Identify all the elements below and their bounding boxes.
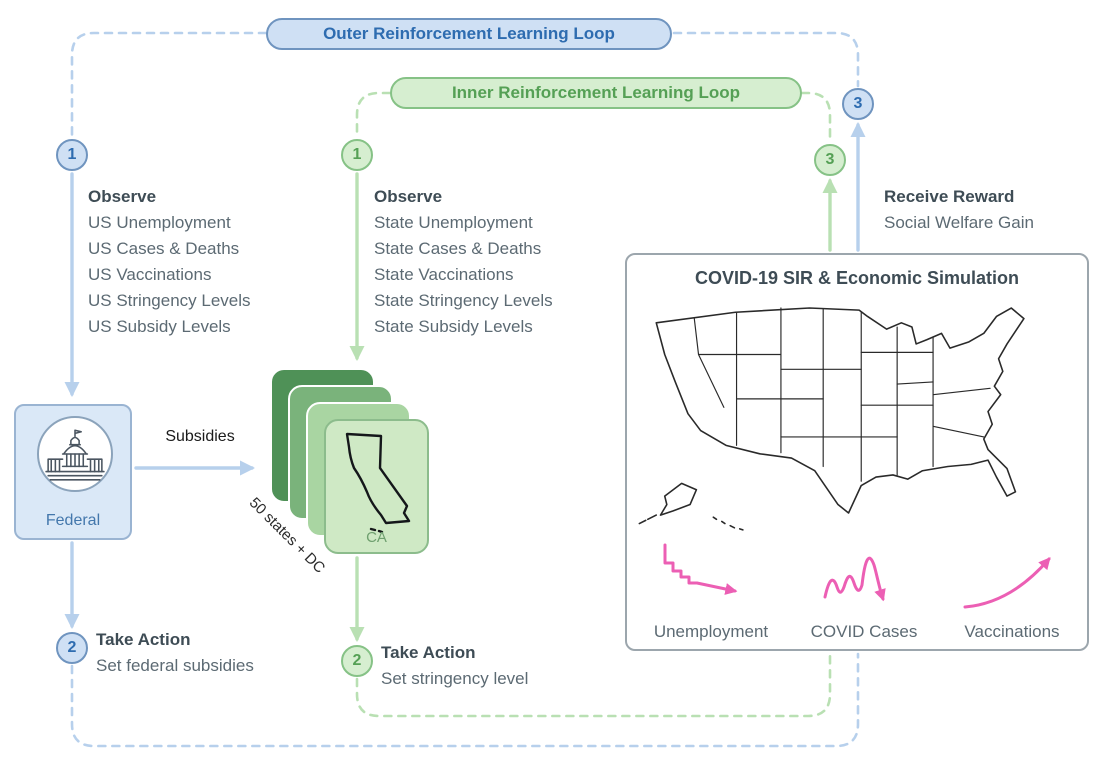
- inner-loop-dashed-path: [355, 91, 832, 718]
- outer-loop-bottom: [70, 652, 860, 748]
- state-observe-item: State Subsidy Levels: [374, 317, 533, 336]
- reward-desc: Social Welfare Gain: [884, 213, 1034, 232]
- federal-action-title: Take Action: [96, 630, 191, 649]
- inner-loop-top-left: [355, 91, 392, 139]
- federal-step-2-number: 2: [67, 639, 77, 656]
- subsidies-label: Subsidies: [165, 428, 235, 445]
- reward-block: Receive Reward Social Welfare Gain: [884, 184, 1034, 236]
- state-observe-item: State Unemployment: [374, 213, 533, 232]
- us-outline: [655, 307, 1025, 514]
- california-map-icon: [345, 432, 411, 534]
- federal-step-3-number: 3: [853, 95, 863, 112]
- federal-observe-item: US Vaccinations: [88, 265, 212, 284]
- federal-observe-title: Observe: [88, 187, 157, 206]
- federal-action-block: Take Action Set federal subsidies: [96, 627, 254, 679]
- reward-title: Receive Reward: [884, 187, 1015, 206]
- state-observe-title: Observe: [374, 187, 443, 206]
- us-map: [638, 307, 1025, 531]
- outer-loop-pill: Outer Reinforcement Learning Loop: [266, 18, 672, 50]
- state-observe-item: State Vaccinations: [374, 265, 514, 284]
- federal-flow-arrows: [64, 121, 866, 630]
- inner-loop-label: Inner Reinforcement Learning Loop: [451, 83, 741, 102]
- state-observe-block: Observe State Unemployment State Cases &…: [374, 184, 553, 340]
- state-step-3-number: 3: [825, 151, 835, 168]
- state-step-3-badge: 3: [814, 144, 846, 176]
- hawaii-outline: [712, 516, 744, 531]
- unemployment-plot-label: Unemployment: [653, 622, 769, 641]
- outer-loop-dashed-path: [70, 31, 860, 748]
- capitol-icon-circle: [37, 416, 113, 492]
- federal-step-1-number: 1: [67, 146, 77, 163]
- covid-cases-plot-label: COVID Cases: [810, 622, 918, 641]
- state-action-title: Take Action: [381, 643, 476, 662]
- state-card-california: CA: [324, 419, 429, 554]
- california-card-label: CA: [366, 529, 387, 546]
- inner-loop-top-right: [800, 91, 832, 144]
- simulation-title: COVID-19 SIR & Economic Simulation: [694, 268, 1020, 288]
- inner-loop-pill: Inner Reinforcement Learning Loop: [390, 77, 802, 109]
- federal-agent-box: Federal: [14, 404, 132, 540]
- state-action-desc: Set stringency level: [381, 669, 529, 688]
- outer-loop-top-right: [672, 31, 860, 88]
- federal-observe-item: US Subsidy Levels: [88, 317, 231, 336]
- vaccinations-plot-label: Vaccinations: [964, 622, 1060, 641]
- state-flow-arrows: [349, 172, 838, 643]
- federal-step-2-badge: 2: [56, 632, 88, 664]
- federal-step-3-badge: 3: [842, 88, 874, 120]
- simulation-box: COVID-19 SIR & Economic Simulation: [625, 253, 1089, 651]
- covid-cases-trend-icon: [823, 556, 886, 602]
- state-step-2-badge: 2: [341, 645, 373, 677]
- federal-observe-item: US Unemployment: [88, 213, 231, 232]
- state-action-block: Take Action Set stringency level: [381, 640, 528, 692]
- state-observe-item: State Cases & Deaths: [374, 239, 542, 258]
- federal-observe-block: Observe US Unemployment US Cases & Death…: [88, 184, 251, 340]
- federal-action-desc: Set federal subsidies: [96, 656, 254, 675]
- vaccinations-trend-icon: [963, 557, 1051, 609]
- federal-agent-label: Federal: [45, 512, 101, 529]
- federal-observe-item: US Cases & Deaths: [88, 239, 240, 258]
- state-step-2-number: 2: [352, 652, 362, 669]
- us-state-lines: [693, 307, 991, 482]
- outer-loop-top-left: [70, 31, 268, 139]
- federal-step-1-badge: 1: [56, 139, 88, 171]
- state-step-1-badge: 1: [341, 139, 373, 171]
- state-step-1-number: 1: [352, 146, 362, 163]
- trend-sketches: [663, 543, 1051, 609]
- capitol-icon: [45, 429, 105, 481]
- outer-loop-label: Outer Reinforcement Learning Loop: [323, 24, 615, 43]
- federal-observe-item: US Stringency Levels: [88, 291, 251, 310]
- state-observe-item: State Stringency Levels: [374, 291, 553, 310]
- inner-loop-bottom: [355, 652, 832, 718]
- alaska-outline: [638, 482, 698, 525]
- unemployment-trend-icon: [663, 543, 738, 595]
